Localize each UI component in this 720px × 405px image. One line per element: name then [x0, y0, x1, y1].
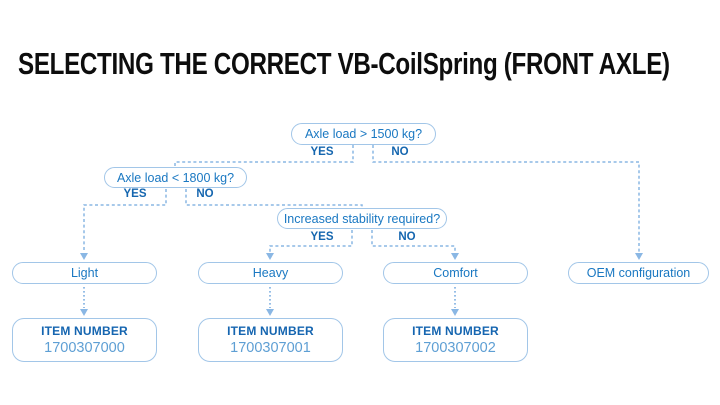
outcome-box-comfort: Comfort: [383, 262, 528, 284]
arrowhead-to-oem: [635, 253, 643, 260]
decision-1-yes-label: YES: [310, 146, 334, 158]
decision-axle-load-gt-1500: Axle load > 1500 kg?: [291, 123, 436, 145]
connector-d2-no: [185, 189, 363, 207]
connector-d2-yes: [83, 189, 167, 252]
item-number-value: 1700307001: [230, 340, 311, 356]
connector-d1-no: [372, 145, 640, 252]
connector-d1-yes: [174, 145, 354, 166]
arrowhead-to-item-1: [80, 309, 88, 316]
item-number-label: ITEM NUMBER: [412, 324, 499, 338]
connector-d3-yes: [269, 230, 353, 252]
arrowhead-to-light: [80, 253, 88, 260]
decision-3-no-label: NO: [398, 231, 416, 243]
arrowhead-to-comfort: [451, 253, 459, 260]
decision-axle-load-lt-1800: Axle load < 1800 kg?: [104, 167, 247, 188]
decision-question: Axle load < 1800 kg?: [116, 170, 235, 185]
arrowhead-to-item-2: [266, 309, 274, 316]
outcome-box-light: Light: [12, 262, 157, 284]
page-title: SELECTING THE CORRECT VB-CoilSpring (FRO…: [18, 46, 670, 81]
decision-2-no-label: NO: [196, 188, 214, 200]
item-number-label: ITEM NUMBER: [227, 324, 314, 338]
arrowhead-to-heavy: [266, 253, 274, 260]
outcome-box-oem-configuration: OEM configuration: [568, 262, 709, 284]
connector-d3-no: [371, 230, 456, 252]
decision-1-no-label: NO: [391, 146, 409, 158]
decision-2-yes-label: YES: [123, 188, 147, 200]
item-number-value: 1700307000: [44, 340, 125, 356]
decision-increased-stability: Increased stability required?: [277, 208, 447, 229]
item-number-box-light: ITEM NUMBER 1700307000: [12, 318, 157, 362]
outcome-label: Comfort: [433, 266, 478, 280]
item-number-box-heavy: ITEM NUMBER 1700307001: [198, 318, 343, 362]
outcome-label: Heavy: [252, 266, 289, 280]
outcome-label: Light: [70, 266, 99, 280]
item-number-value: 1700307002: [415, 340, 496, 356]
item-number-box-comfort: ITEM NUMBER 1700307002: [383, 318, 528, 362]
outcome-box-heavy: Heavy: [198, 262, 343, 284]
item-number-label: ITEM NUMBER: [41, 324, 128, 338]
outcome-label: OEM configuration: [586, 266, 691, 280]
decision-3-yes-label: YES: [310, 231, 334, 243]
decision-question: Axle load > 1500 kg?: [304, 127, 423, 141]
arrowhead-to-item-3: [451, 309, 459, 316]
decision-question: Increased stability required?: [283, 211, 441, 226]
